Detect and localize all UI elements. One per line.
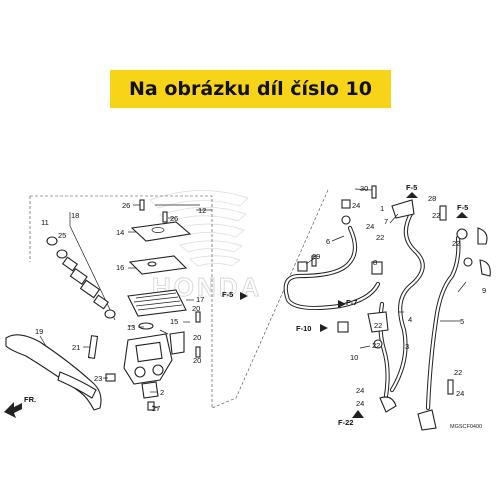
section-reference-arrows [240,192,468,418]
callout-24d: 24 [356,399,364,408]
ref-f7: F-7 [346,298,357,307]
switch-and-bolts [159,311,201,358]
callout-24e: 24 [456,389,464,398]
callout-23: 23 [94,374,102,383]
master-cylinder-body [123,322,173,411]
callout-8: 8 [373,258,377,267]
ref-f10: F-10 [296,324,311,333]
callout-26a: 26 [122,201,130,210]
callout-22e: 22 [372,341,380,350]
hose-fittings [297,185,491,431]
callout-18: 18 [71,211,79,220]
callout-15: 15 [170,317,178,326]
callout-11: 11 [41,218,49,227]
banner-title: Na obrázku díl číslo 10 [129,78,372,100]
callout-9: 9 [482,286,486,295]
ref-f5-b: F-5 [457,203,468,212]
ref-f22: F-22 [338,418,353,427]
master-cylinder-group-outline [29,189,329,409]
callout-24a: 24 [352,201,360,210]
callout-28: 28 [428,194,436,203]
callout-25: 25 [58,231,66,240]
brake-lever [5,334,102,411]
reservoir-cap-parts [127,199,200,317]
callout-22c: 22 [452,239,460,248]
callout-6: 6 [326,237,330,246]
callout-2: 2 [160,388,164,397]
callout-26b: 26 [170,214,178,223]
callout-21: 21 [72,343,80,352]
callout-16: 16 [116,263,124,272]
callout-13: 13 [127,323,135,332]
callout-22a: 22 [376,233,384,242]
diagram-code: MGSCF0400 [450,424,482,430]
callout-19: 19 [35,327,43,336]
callout-7: 7 [384,217,388,226]
piston-kit-parts [46,212,116,321]
callout-22b: 22 [432,211,440,220]
front-direction-arrow: FR. [4,395,36,418]
ref-f5-c: F-5 [222,290,233,299]
callout-24c: 24 [356,386,364,395]
callout-20c: 20 [193,356,201,365]
callout-17: 17 [196,295,204,304]
brake-hoses [283,209,461,411]
callout-3: 3 [405,342,409,351]
lever-pivot-parts [87,335,116,382]
callout-5: 5 [460,317,464,326]
callout-22f: 22 [454,368,462,377]
part-number-banner: Na obrázku díl číslo 10 [110,70,391,108]
callout-27: 27 [152,404,160,413]
callout-29: 29 [312,252,320,261]
callout-12: 12 [198,206,206,215]
callout-1: 1 [380,204,384,213]
callout-22d: 22 [374,321,382,330]
callout-labels: 11 18 25 26 26 12 14 16 17 13 20 15 20 2… [35,183,486,430]
callout-20b: 20 [193,333,201,342]
callout-30: 30 [360,184,368,193]
leader-lines [39,188,467,409]
callout-20a: 20 [192,304,200,313]
callout-14: 14 [116,228,124,237]
callout-24b: 24 [366,222,374,231]
ref-f5-a: F-5 [406,183,417,192]
callout-4: 4 [408,315,412,324]
direction-label: FR. [24,395,36,404]
callout-10: 10 [350,353,358,362]
